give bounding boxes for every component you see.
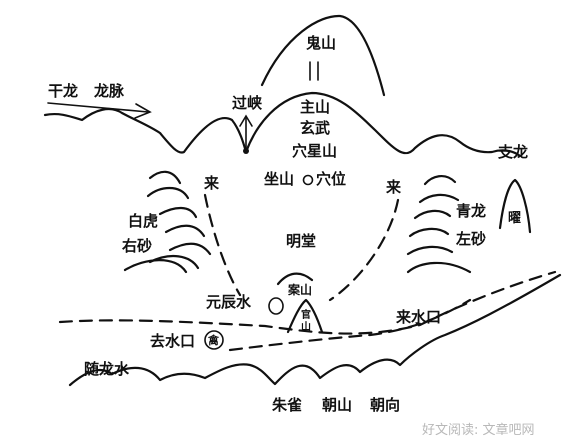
- label-qin: 禽: [207, 333, 220, 347]
- label-zhu-que: 朱雀: [272, 396, 302, 414]
- right-hill-6: [406, 261, 472, 274]
- label-xue-xing-shan: 穴星山: [292, 142, 337, 160]
- guo-xia-arrow-head: [239, 114, 253, 127]
- gan-long-arrow-head: [134, 103, 152, 119]
- label-long-mai: 龙脉: [93, 82, 125, 100]
- label-gan-long: 干龙: [48, 82, 78, 100]
- label-sui-long-shui: 随龙水: [84, 360, 130, 378]
- yuan-chen-circle: [268, 297, 284, 315]
- gui-shan-mountain: [260, 14, 386, 97]
- label-xue-wei: 穴位: [316, 170, 346, 188]
- label-xuan-wu: 玄武: [300, 119, 330, 137]
- left-hill-3: [158, 206, 198, 219]
- right-hill-5: [406, 245, 454, 256]
- front-ridge: [68, 273, 562, 387]
- qin-circle: [204, 330, 224, 350]
- left-hill-1: [148, 170, 182, 185]
- right-hill-3: [413, 209, 452, 220]
- left-hill-7: [148, 254, 200, 270]
- label-zuo-shan: 坐山: [264, 170, 294, 188]
- label-lai-shui-kou: 来水口: [395, 308, 441, 326]
- label-guan-shan-1: 官: [301, 308, 311, 321]
- label-an-shan: 案山: [287, 282, 312, 297]
- watermark: 好文阅读: 文章吧网: [422, 422, 535, 438]
- label-bai-hu: 白虎: [128, 212, 158, 230]
- lai-left-dash: [203, 193, 242, 297]
- right-hill-1: [423, 175, 457, 186]
- gan-long-arrow-line: [47, 102, 149, 113]
- water-dash-upper: [58, 270, 557, 335]
- left-hill-4: [164, 224, 206, 238]
- an-shan-hill: [276, 272, 314, 286]
- label-zhu-shan: 主山: [300, 98, 330, 116]
- label-yao: 曜: [508, 211, 521, 226]
- label-qu-shui-kou: 去水口: [150, 332, 195, 350]
- water-dash-lower: [228, 298, 472, 352]
- xue-wei-circle: [302, 174, 314, 186]
- right-hill-4: [408, 227, 450, 238]
- label-zuo-sha: 左砂: [455, 230, 486, 248]
- main-ridge: [43, 91, 522, 158]
- right-hill-2: [418, 193, 460, 204]
- label-zhi-long: 支龙: [497, 143, 528, 161]
- label-chao-shan: 朝山: [322, 396, 352, 414]
- lai-right-dash: [328, 198, 400, 302]
- guo-xia-point: [243, 148, 249, 154]
- label-qing-long: 青龙: [456, 202, 486, 220]
- left-hill-2: [146, 186, 190, 200]
- label-chao-xiang: 朝向: [370, 396, 400, 414]
- label-gui-shan: 鬼山: [306, 34, 336, 52]
- left-hill-5: [168, 242, 212, 256]
- label-guan-shan-2: 山: [301, 320, 311, 333]
- label-lai-right: 来: [385, 178, 402, 196]
- label-yuan-chen-shui: 元辰水: [206, 293, 252, 311]
- label-you-sha: 右砂: [122, 237, 152, 255]
- left-hill-6: [123, 259, 188, 274]
- label-ming-tang: 明堂: [286, 232, 316, 250]
- yao-peak: [498, 178, 532, 234]
- label-guo-xia: 过峡: [232, 94, 263, 112]
- label-lai-left: 来: [203, 174, 220, 192]
- guan-shan-hill: [286, 298, 324, 334]
